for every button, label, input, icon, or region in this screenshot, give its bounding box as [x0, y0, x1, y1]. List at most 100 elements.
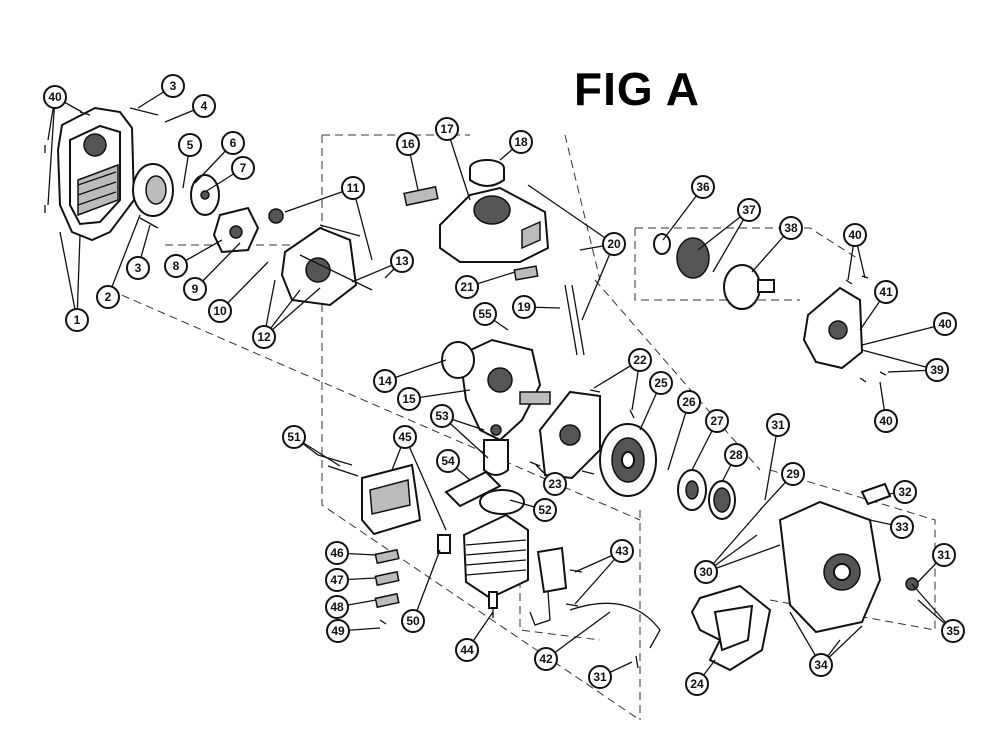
cylinder-gasket: [479, 489, 525, 515]
callout-number: 7: [240, 161, 247, 175]
callout-circle: [512, 295, 536, 319]
callout-number: 31: [593, 670, 607, 684]
crankcase-gasket: [441, 341, 475, 379]
cylinder: [462, 513, 529, 600]
callout-circle: [393, 425, 417, 449]
recoil-spring: [708, 480, 736, 520]
callout-37: 37: [737, 198, 761, 222]
callout-number: 44: [460, 643, 474, 657]
callout-leader-40: [47, 96, 56, 206]
callout-circle: [231, 156, 255, 180]
callout-circle: [543, 472, 567, 496]
callout-number: 18: [514, 135, 528, 149]
callout-number: 17: [440, 122, 454, 136]
callout-number: 14: [378, 374, 392, 388]
callout-9: 9: [183, 277, 207, 301]
gear-housing: [802, 286, 864, 370]
callout-number: 39: [930, 363, 944, 377]
callout-40: 40: [933, 312, 957, 336]
callout-circle: [933, 312, 957, 336]
callout-circle: [455, 638, 479, 662]
base-gasket: [444, 470, 502, 508]
callout-29: 29: [781, 462, 805, 486]
callout-14: 14: [373, 369, 397, 393]
callout-40: 40: [843, 223, 867, 247]
callout-45: 45: [393, 425, 417, 449]
callout-circle: [602, 232, 626, 256]
air-filter-cover: [56, 106, 136, 242]
callout-number: 28: [729, 448, 743, 462]
callout-circle: [430, 404, 454, 428]
callout-circle: [843, 223, 867, 247]
callout-number: 9: [192, 282, 199, 296]
callout-31: 31: [588, 665, 612, 689]
muffler-gasket: [374, 548, 400, 565]
callout-number: 40: [879, 414, 893, 428]
fuel-cap: [469, 159, 505, 187]
callout-number: 43: [615, 544, 629, 558]
callout-2: 2: [96, 285, 120, 309]
callout-circle: [925, 358, 949, 382]
callout-circle: [533, 498, 557, 522]
callout-circle: [126, 256, 150, 280]
callout-10: 10: [208, 299, 232, 323]
callout-number: 31: [771, 418, 785, 432]
callout-circle: [932, 543, 956, 567]
callout-39: 39: [925, 358, 949, 382]
callout-leader-45: [404, 436, 447, 531]
callout-number: 19: [517, 300, 531, 314]
callout-30: 30: [694, 560, 718, 584]
callout-54: 54: [436, 449, 460, 473]
starter-handle: [860, 482, 892, 506]
callout-31: 31: [932, 543, 956, 567]
callout-circle: [724, 443, 748, 467]
callout-number: 25: [654, 376, 668, 390]
callout-circle: [208, 299, 232, 323]
callout-circle: [509, 130, 533, 154]
callout-circle: [325, 541, 349, 565]
callout-circle: [685, 672, 709, 696]
callout-1: 1: [65, 308, 89, 332]
clip: [403, 185, 439, 207]
callout-circle: [325, 568, 349, 592]
rear-handle: [690, 584, 772, 672]
callout-40: 40: [43, 85, 67, 109]
callout-number: 4: [201, 99, 208, 113]
callout-circle: [341, 176, 365, 200]
callout-circle: [705, 409, 729, 433]
ignition-wire: [569, 602, 661, 649]
callout-19: 19: [512, 295, 536, 319]
callout-47: 47: [325, 568, 349, 592]
plate-a: [374, 570, 400, 587]
callout-number: 53: [435, 409, 449, 423]
starter-housing: [778, 500, 882, 634]
callout-23: 23: [543, 472, 567, 496]
callout-circle: [396, 132, 420, 156]
callout-31: 31: [766, 413, 790, 437]
callout-number: 6: [230, 136, 237, 150]
callout-48: 48: [325, 595, 349, 619]
flywheel: [599, 423, 657, 497]
callout-circle: [164, 254, 188, 278]
callout-7: 7: [231, 156, 255, 180]
callout-leader-2: [107, 214, 141, 298]
callout-leader-1: [59, 231, 78, 321]
callout-35: 35: [941, 619, 965, 643]
callout-16: 16: [396, 132, 420, 156]
callout-circle: [401, 609, 425, 633]
callout-32: 32: [893, 480, 917, 504]
filter-element: [132, 163, 174, 217]
callout-number: 48: [330, 600, 344, 614]
callout-circle: [874, 280, 898, 304]
callout-circle: [192, 94, 216, 118]
callout-18: 18: [509, 130, 533, 154]
callout-46: 46: [325, 541, 349, 565]
callout-number: 11: [347, 181, 360, 195]
callout-circle: [691, 175, 715, 199]
spark-plug: [488, 591, 498, 618]
callout-number: 33: [895, 520, 909, 534]
callout-number: 5: [187, 138, 194, 152]
callout-21: 21: [455, 275, 479, 299]
